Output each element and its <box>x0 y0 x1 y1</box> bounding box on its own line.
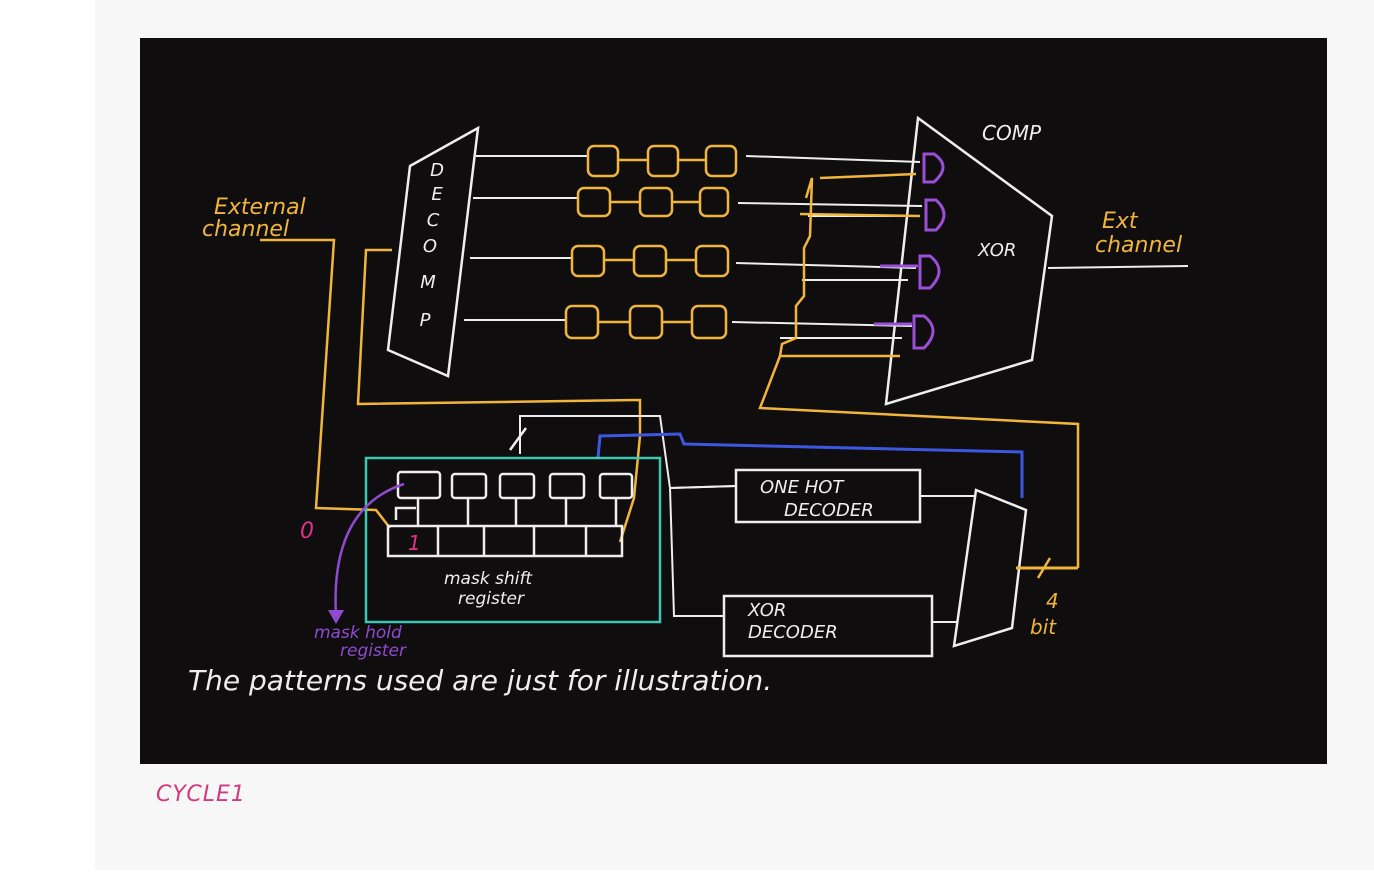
caption-text: CYCLE1 <box>156 782 246 807</box>
bus-width-slash <box>508 427 528 451</box>
one-hot-decoder-label-line: DECODER <box>784 500 874 521</box>
input-bit-value: 0 <box>300 519 314 544</box>
mask-shift-register-label-line: register <box>458 589 525 609</box>
hold-register-arrow <box>334 482 405 617</box>
mask-hold-register-cells <box>396 470 634 526</box>
one-hot-decoder-wire <box>669 485 737 489</box>
xor-gate-2 <box>924 198 946 232</box>
external-channel-label: External channel <box>202 195 306 242</box>
decomp-output-lines <box>464 155 588 321</box>
xor-decoder-block <box>722 594 934 658</box>
xor-gates <box>874 152 946 350</box>
delay-chain-3 <box>570 244 730 278</box>
comp-label: COMP <box>982 121 1042 145</box>
mux-block <box>952 488 1028 648</box>
mask-shift-register-label: mask shift register <box>444 569 533 609</box>
delay-chain-4 <box>564 304 728 340</box>
circuit-diagram: D E C O M P COMP XOR <box>188 115 1189 697</box>
external-channel-wire <box>260 238 391 529</box>
decomp-block <box>386 125 480 378</box>
xor-label: XOR <box>977 240 1016 261</box>
decomp-letter: M <box>420 272 436 293</box>
delay-chains <box>564 144 738 340</box>
register-bit-value: 1 <box>408 531 421 555</box>
mask-hold-register-label-line: mask hold <box>314 623 402 643</box>
decomp-letter: E <box>431 184 443 205</box>
comp-block <box>884 115 1054 406</box>
arrow-head-icon <box>328 610 344 624</box>
select-wire-blue <box>596 432 1024 498</box>
decomp-feedback-wire <box>356 248 642 543</box>
xor-gate-1 <box>922 152 945 184</box>
bus-width-slash-2 <box>1036 557 1052 579</box>
xor-decoder-label: XOR DECODER <box>747 600 838 643</box>
ext-channel-output-line <box>1047 265 1189 269</box>
decomp-letter: O <box>423 236 437 257</box>
mask-shift-register-cells <box>386 506 624 558</box>
decomp-letter: C <box>427 210 440 231</box>
delay-chain-1 <box>586 144 738 178</box>
delay-chain-2 <box>576 186 730 218</box>
one-hot-decoder-label: ONE HOT DECODER <box>760 477 874 521</box>
bit-width-label-line: bit <box>1030 615 1057 639</box>
ext-channel-label-line: Ext <box>1102 209 1139 234</box>
xor-gate-3 <box>918 254 941 290</box>
diagram-board: D E C O M P COMP XOR <box>140 38 1327 764</box>
xor-decoder-label-line: DECODER <box>748 622 838 643</box>
mask-bus-yellow <box>758 172 1080 568</box>
ext-channel-label: Ext channel <box>1095 209 1182 258</box>
bit-width-label: 4 bit <box>1030 589 1059 639</box>
bit-width-label-line: 4 <box>1046 589 1059 613</box>
mask-hold-register-label: mask hold register <box>314 623 407 661</box>
gate-input-lines <box>731 155 923 339</box>
one-hot-decoder-label-line: ONE HOT <box>760 477 845 498</box>
xor-gate-4 <box>912 314 935 350</box>
external-channel-label-line: channel <box>202 217 289 242</box>
mask-shift-register-label-line: mask shift <box>444 569 533 589</box>
illustration-note: The patterns used are just for illustrat… <box>188 664 772 697</box>
xor-decoder-label-line: XOR <box>747 600 786 621</box>
ext-channel-label-line: channel <box>1095 233 1182 258</box>
decomp-letter: P <box>420 310 431 331</box>
mask-hold-register-label-line: register <box>340 641 407 661</box>
mask-register-box <box>364 456 662 624</box>
decomp-letter: D <box>430 160 444 181</box>
decomp-label: D E C O M P <box>420 160 444 331</box>
external-channel-label-line: External <box>214 195 306 220</box>
